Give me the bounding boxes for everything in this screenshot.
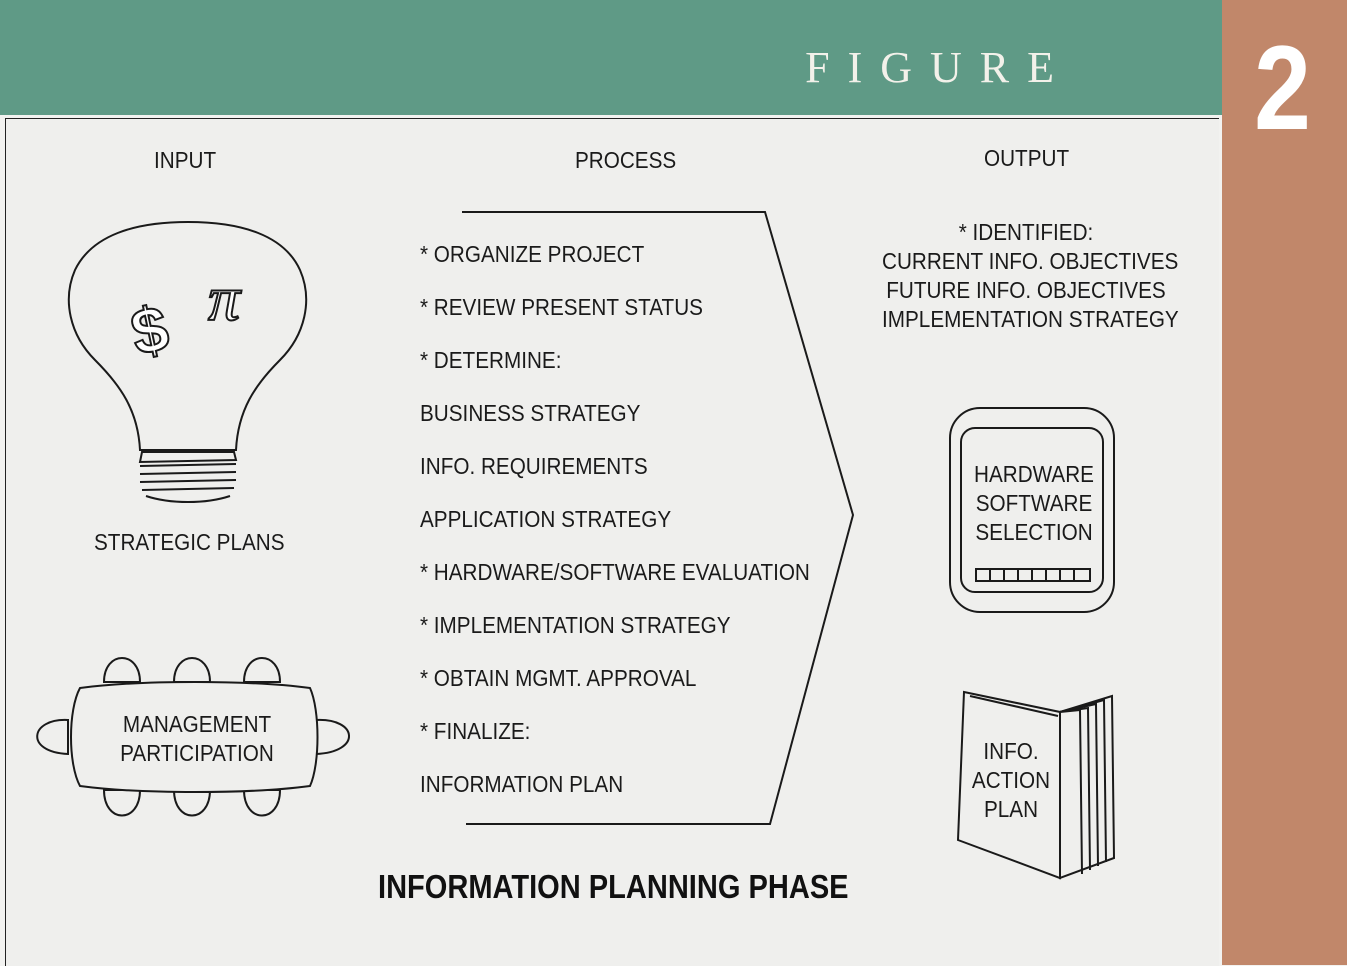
process-step: INFORMATION PLAN xyxy=(420,771,624,797)
process-step: * IMPLEMENTATION STRATEGY xyxy=(420,612,731,638)
process-step: * FINALIZE: xyxy=(420,718,531,744)
process-step: * DETERMINE: xyxy=(420,347,562,373)
figure-number: 2 xyxy=(1254,21,1311,155)
book-icon xyxy=(956,690,1116,880)
monitor-icon xyxy=(949,407,1115,613)
process-arrow xyxy=(462,211,855,825)
process-step: * REVIEW PRESENT STATUS xyxy=(420,294,703,320)
process-step: * ORGANIZE PROJECT xyxy=(420,241,645,267)
identified-item: FUTURE INFO. OBJECTIVES xyxy=(886,277,1166,303)
monitor-label: HARDWARE SOFTWARE SELECTION xyxy=(971,460,1097,547)
process-step: BUSINESS STRATEGY xyxy=(420,400,641,426)
process-step: * HARDWARE/SOFTWARE EVALUATION xyxy=(420,559,810,585)
monitor-label-line: SOFTWARE xyxy=(975,490,1093,516)
book-label-line: PLAN xyxy=(983,796,1039,822)
strategic-plans-label: STRATEGIC PLANS xyxy=(94,529,285,555)
process-header: PROCESS xyxy=(575,147,677,173)
book-label-line: INFO. xyxy=(983,738,1039,764)
light-bulb-icon xyxy=(67,220,308,503)
table-label-line1: MANAGEMENT xyxy=(122,711,272,737)
conference-table-icon xyxy=(36,657,350,817)
table-label-line2: PARTICIPATION xyxy=(120,740,274,766)
diagram-title: INFORMATION PLANNING PHASE xyxy=(378,868,849,905)
input-header: INPUT xyxy=(154,147,217,173)
identified-item: IMPLEMENTATION STRATEGY xyxy=(882,306,1179,332)
figure-banner: FIGURE xyxy=(0,0,1222,115)
monitor-label-line: HARDWARE xyxy=(973,461,1094,487)
management-participation-label: MANAGEMENT PARTICIPATION xyxy=(112,710,283,768)
monitor-label-line: SELECTION xyxy=(975,519,1093,545)
pi-icon: π xyxy=(208,263,242,334)
process-step: APPLICATION STRATEGY xyxy=(420,506,672,532)
figure-word: FIGURE xyxy=(805,43,1072,92)
book-label-line: ACTION xyxy=(971,767,1051,793)
figure-number-bar xyxy=(1222,0,1347,965)
book-label: INFO. ACTION PLAN xyxy=(963,737,1058,824)
process-step: * OBTAIN MGMT. APPROVAL xyxy=(420,665,697,691)
process-step: INFO. REQUIREMENTS xyxy=(420,453,648,479)
identified-heading: * IDENTIFIED: xyxy=(958,219,1094,245)
output-identified-list: * IDENTIFIED: CURRENT INFO. OBJECTIVES F… xyxy=(882,218,1179,334)
output-header: OUTPUT xyxy=(984,145,1070,171)
identified-item: CURRENT INFO. OBJECTIVES xyxy=(882,248,1179,274)
